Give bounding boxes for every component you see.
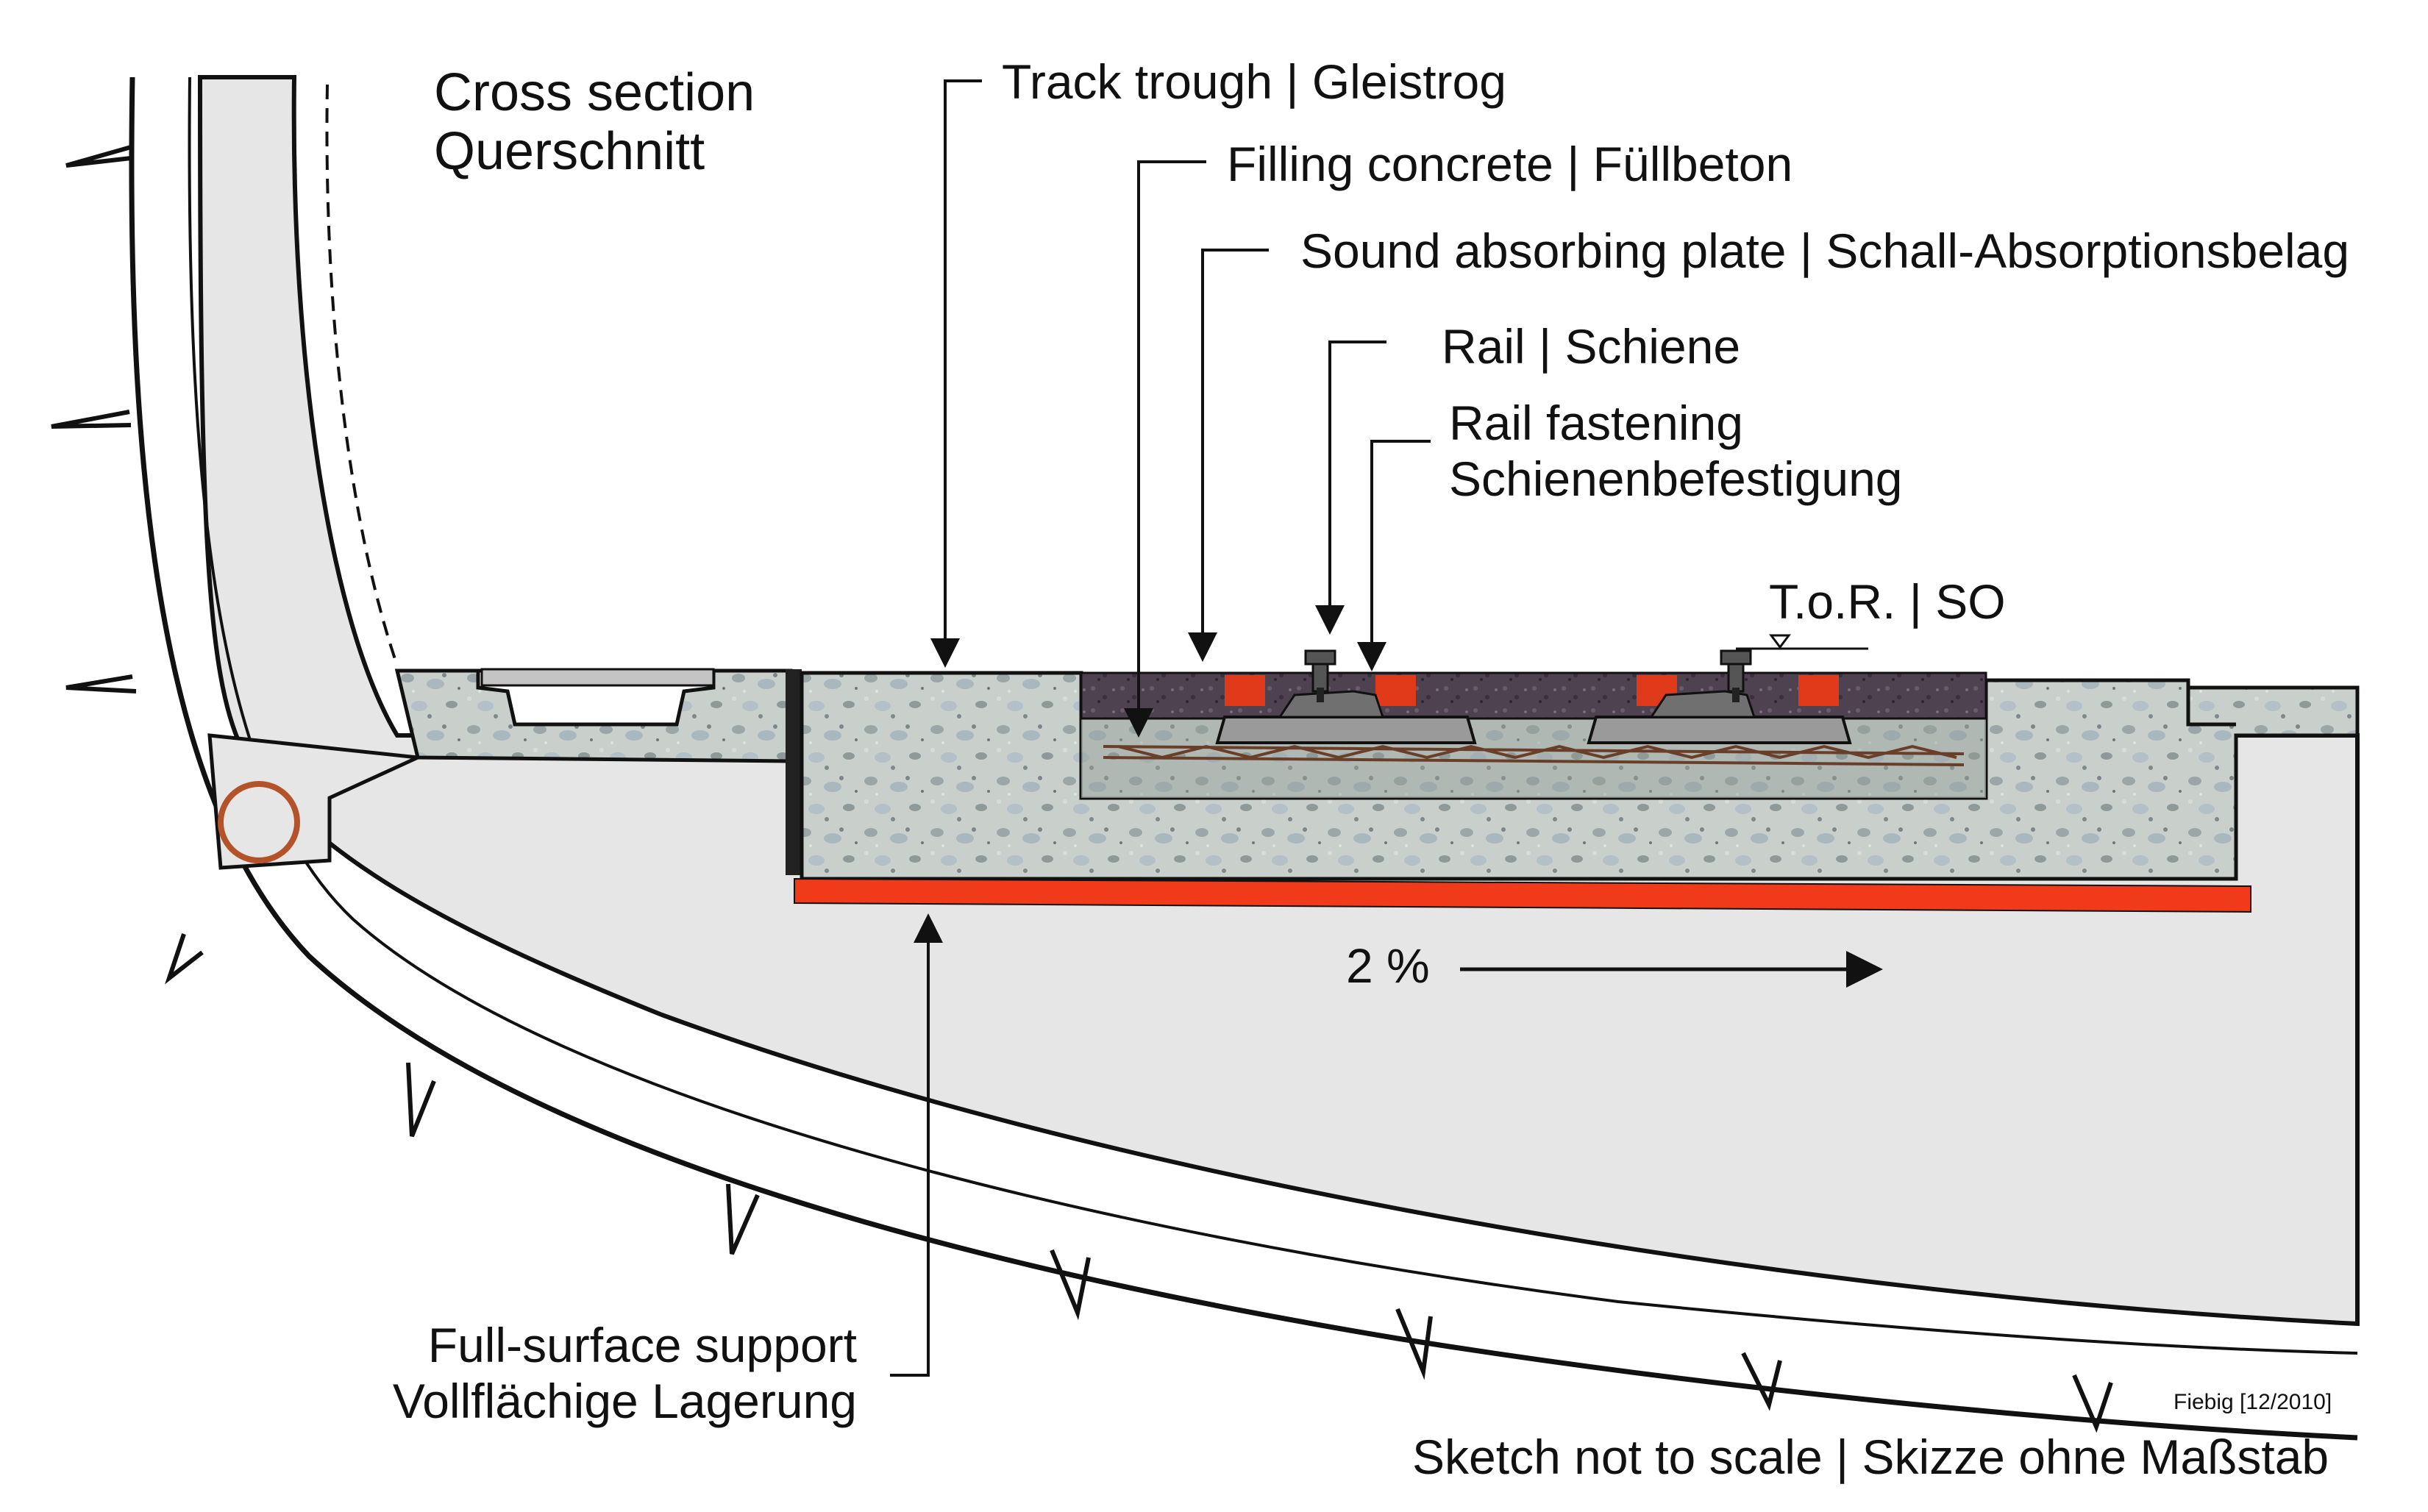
credit-text: Fiebig [12/2010] <box>2174 1390 2332 1414</box>
full-surface-bearing <box>794 877 2251 913</box>
label-gradient: 2 % <box>1346 938 1430 993</box>
label-full-surface-line1: Full-surface support <box>427 1318 857 1372</box>
rock-anchor-7 <box>1050 1249 1091 1321</box>
leader-sound-absorber <box>1188 249 1269 662</box>
rock-anchor-8 <box>1395 1308 1433 1380</box>
elastic-pad-1 <box>1225 675 1265 706</box>
elastic-pad-2 <box>1375 675 1416 706</box>
right-step <box>2186 688 2236 727</box>
label-filling-concrete: Filling concrete | Füllbeton <box>1227 137 1793 191</box>
rock-anchor-1 <box>65 145 132 168</box>
rock-boundary <box>129 76 2358 1441</box>
leader-filling-concrete <box>1124 160 1206 738</box>
top-of-rail-triangle <box>1769 634 1791 649</box>
scale-note: Sketch not to scale | Skizze ohne Maßsta… <box>1412 1430 2329 1484</box>
tunnel-lining-fill <box>197 75 2360 1327</box>
diagram-title-line2: Querschnitt <box>434 122 705 181</box>
rock-anchor-3 <box>65 674 137 693</box>
rock-anchor-4 <box>165 933 204 985</box>
rock-anchor-9 <box>1741 1352 1782 1411</box>
joint-strip <box>786 669 802 875</box>
side-wall-block <box>207 733 425 870</box>
rock-anchor-6 <box>726 1183 760 1255</box>
label-rail-fastening-line2: Schienenbefestigung <box>1449 452 1903 506</box>
inner-lining-line <box>188 76 2358 1355</box>
cable-trough-cover <box>480 668 715 687</box>
label-top-of-rail: T.o.R. | SO <box>1769 574 2006 629</box>
label-rail: Rail | Schiene <box>1442 319 1741 374</box>
waterproofing-dashed-line <box>325 84 399 666</box>
reinforcement-lattice <box>1103 744 1965 766</box>
rock-anchor-10 <box>2072 1374 2113 1433</box>
rail-left <box>1278 649 1385 718</box>
rock-anchor-5 <box>406 1062 436 1138</box>
label-sound-absorbing-plate: Sound absorbing plate | Schall-Absorptio… <box>1300 224 2350 278</box>
diagram-title-line1: Cross section <box>434 63 755 122</box>
label-rail-fastening-line1: Rail fastening <box>1449 396 1743 450</box>
drain-pipe <box>218 781 300 863</box>
label-track-trough: Track trough | Gleistrog <box>1002 54 1506 109</box>
rock-anchor-2 <box>51 410 132 429</box>
leader-rail-fastening <box>1357 440 1431 671</box>
elastic-pad-4 <box>1798 675 1839 706</box>
sleeper-block-right <box>1587 716 1852 744</box>
leader-track-trough <box>930 79 982 668</box>
rail-right <box>1649 649 1756 718</box>
leader-rail <box>1315 340 1386 635</box>
sound-absorbing-plate <box>1080 671 1987 720</box>
label-full-surface-line2: Vollflächige Lagerung <box>392 1374 857 1428</box>
sleeper-block-left <box>1215 716 1477 744</box>
leader-full-surface-support <box>890 913 943 1377</box>
